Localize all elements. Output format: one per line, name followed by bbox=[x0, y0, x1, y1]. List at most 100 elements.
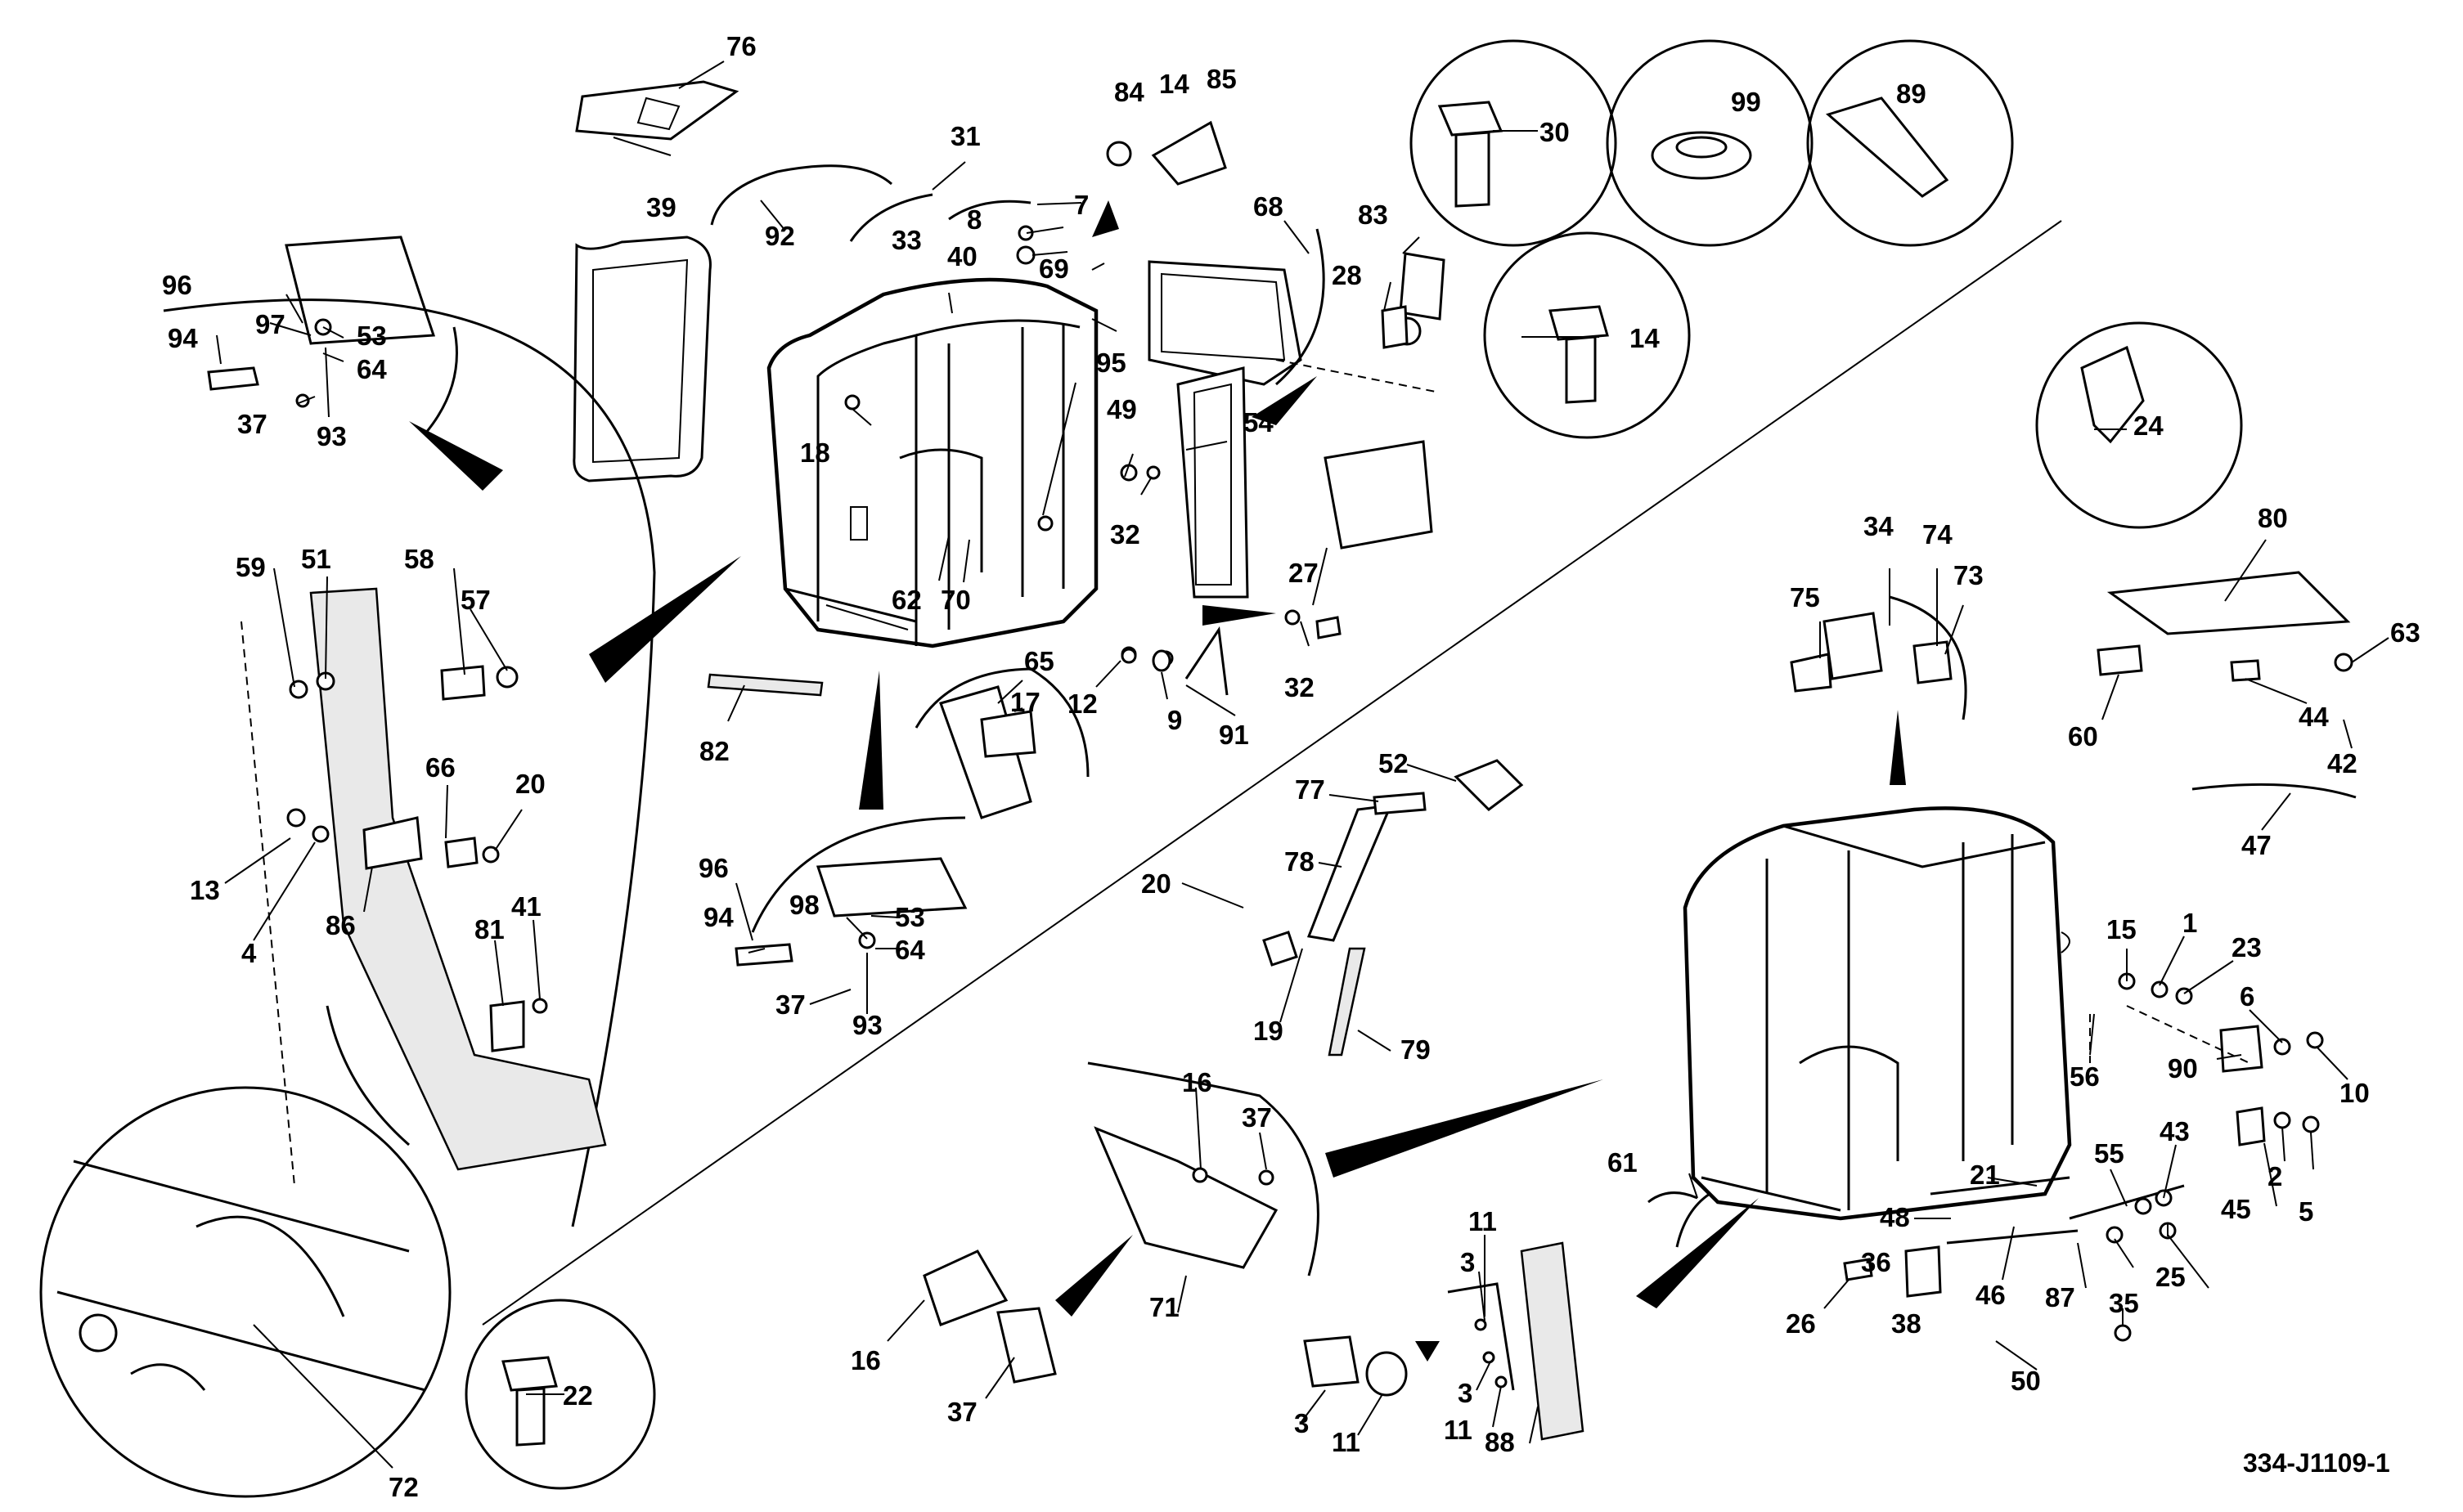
callout-30: 30 bbox=[1539, 117, 1570, 147]
callout-1: 1 bbox=[2182, 908, 2197, 938]
inset-sealant-89 bbox=[1806, 39, 2014, 247]
callout-80: 80 bbox=[2258, 503, 2288, 533]
detail-circle-left bbox=[163, 298, 656, 1227]
callout-94a: 94 bbox=[168, 323, 198, 353]
lower-cab-assembly bbox=[1647, 571, 2357, 1342]
callout-10: 10 bbox=[2339, 1078, 2370, 1108]
callout-34: 34 bbox=[1863, 511, 1894, 541]
callout-5: 5 bbox=[2299, 1196, 2313, 1227]
callout-labels: 76 39 92 31 84 14 85 7 8 40 33 69 68 83 … bbox=[162, 31, 2420, 1502]
callout-11b: 11 bbox=[1444, 1415, 1472, 1445]
callout-93b: 93 bbox=[852, 1010, 883, 1040]
callout-8: 8 bbox=[967, 204, 982, 235]
callout-9: 9 bbox=[1167, 705, 1182, 735]
callout-27: 27 bbox=[1288, 558, 1319, 588]
callout-3c: 3 bbox=[1294, 1408, 1309, 1438]
callout-84: 84 bbox=[1114, 77, 1144, 107]
callout-58: 58 bbox=[404, 544, 434, 574]
callout-12: 12 bbox=[1067, 689, 1098, 719]
callout-87: 87 bbox=[2045, 1282, 2075, 1312]
callout-60: 60 bbox=[2068, 721, 2098, 752]
callout-37b: 37 bbox=[775, 989, 806, 1020]
callout-74: 74 bbox=[1922, 519, 1953, 550]
callout-91: 91 bbox=[1219, 720, 1249, 750]
callout-21: 21 bbox=[1970, 1160, 2000, 1190]
callout-6: 6 bbox=[2240, 981, 2254, 1012]
callout-66: 66 bbox=[425, 752, 456, 783]
callout-73: 73 bbox=[1953, 560, 1984, 590]
document-id: 334-J1109-1 bbox=[2243, 1448, 2390, 1478]
callout-45: 45 bbox=[2221, 1194, 2251, 1224]
callout-88: 88 bbox=[1485, 1427, 1515, 1457]
callout-3a: 3 bbox=[1460, 1247, 1475, 1277]
callout-83: 83 bbox=[1358, 200, 1388, 230]
callout-11c: 11 bbox=[1332, 1427, 1360, 1457]
lower-middle-parts bbox=[915, 228, 1584, 1441]
callout-64a: 64 bbox=[357, 354, 387, 384]
callout-37d: 37 bbox=[947, 1397, 978, 1427]
callout-92: 92 bbox=[765, 221, 795, 251]
detail-upper-left bbox=[207, 236, 458, 434]
inset-clip-24 bbox=[2035, 321, 2243, 529]
callout-32a: 32 bbox=[1110, 519, 1140, 550]
callout-97: 97 bbox=[255, 309, 285, 339]
callout-96a: 96 bbox=[162, 270, 192, 300]
detail-middle bbox=[735, 816, 968, 967]
callout-72: 72 bbox=[389, 1472, 419, 1502]
callout-89: 89 bbox=[1896, 79, 1926, 109]
callout-63: 63 bbox=[2390, 617, 2420, 648]
callout-61: 61 bbox=[1607, 1147, 1638, 1178]
callout-14b: 14 bbox=[1629, 323, 1660, 353]
callout-33: 33 bbox=[892, 225, 922, 255]
callout-20a: 20 bbox=[515, 769, 546, 799]
callout-16a: 16 bbox=[1182, 1067, 1212, 1097]
callout-3b: 3 bbox=[1458, 1378, 1472, 1408]
callout-49: 49 bbox=[1107, 394, 1137, 424]
leader-wedges bbox=[409, 200, 1906, 1362]
callout-37a: 37 bbox=[237, 409, 267, 439]
callout-68: 68 bbox=[1253, 191, 1283, 222]
callout-93a: 93 bbox=[317, 421, 347, 451]
callout-85: 85 bbox=[1207, 64, 1237, 94]
callout-23: 23 bbox=[2232, 932, 2262, 962]
inset-bolt-22 bbox=[465, 1299, 656, 1490]
callout-7: 7 bbox=[1074, 190, 1089, 220]
callout-40: 40 bbox=[947, 241, 978, 271]
callout-32b: 32 bbox=[1284, 672, 1315, 702]
callout-28: 28 bbox=[1332, 260, 1362, 290]
callout-18: 18 bbox=[800, 437, 830, 468]
inset-bolt-30 bbox=[1409, 39, 1617, 247]
callout-14a: 14 bbox=[1159, 69, 1189, 99]
callout-39: 39 bbox=[646, 192, 676, 222]
callout-65: 65 bbox=[1024, 646, 1054, 676]
callout-70: 70 bbox=[941, 585, 971, 615]
callout-51: 51 bbox=[301, 544, 331, 574]
callout-13: 13 bbox=[190, 875, 220, 905]
callout-41: 41 bbox=[511, 891, 542, 922]
callout-56: 56 bbox=[2070, 1061, 2100, 1092]
callout-53a: 53 bbox=[357, 321, 387, 351]
callout-46: 46 bbox=[1975, 1280, 2006, 1310]
callout-47: 47 bbox=[2241, 830, 2272, 860]
callout-94b: 94 bbox=[703, 902, 734, 932]
callout-53b: 53 bbox=[895, 902, 925, 932]
callout-55: 55 bbox=[2094, 1138, 2124, 1169]
callout-2: 2 bbox=[2267, 1161, 2282, 1191]
callout-98: 98 bbox=[789, 890, 820, 920]
detail-circle-72 bbox=[39, 1086, 452, 1498]
callout-82: 82 bbox=[699, 736, 730, 766]
diagonal-divider bbox=[482, 220, 2062, 1326]
callout-20b: 20 bbox=[1141, 868, 1171, 899]
callout-96b: 96 bbox=[699, 853, 729, 883]
callout-37c: 37 bbox=[1242, 1102, 1272, 1133]
callout-22: 22 bbox=[563, 1380, 593, 1411]
leader-lines bbox=[216, 61, 2389, 1469]
callout-64b: 64 bbox=[895, 935, 925, 965]
callout-71: 71 bbox=[1149, 1292, 1180, 1322]
callout-11a: 11 bbox=[1468, 1206, 1497, 1236]
callout-26: 26 bbox=[1786, 1308, 1816, 1339]
callout-69: 69 bbox=[1039, 253, 1069, 284]
callout-86: 86 bbox=[326, 910, 356, 940]
